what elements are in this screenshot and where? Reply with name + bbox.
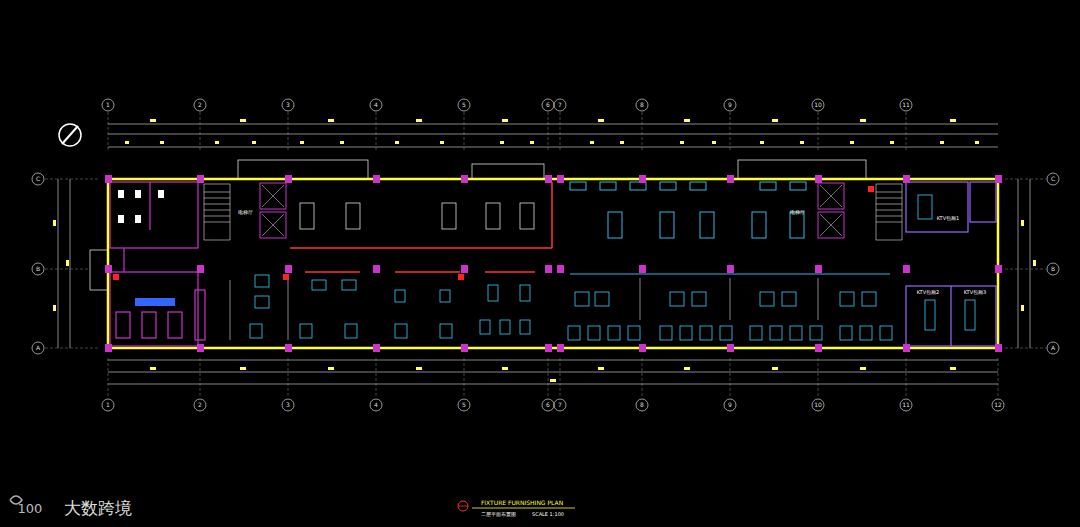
grid-number: 6 <box>545 102 551 108</box>
grid-number: 1 <box>105 402 111 408</box>
grid-letter: C <box>35 176 41 182</box>
grid-number: 3 <box>285 402 291 408</box>
grid-letter: B <box>35 266 41 272</box>
grid-number: 8 <box>639 102 645 108</box>
room-label: KTV包厢3 <box>964 290 987 295</box>
grid-number: 11 <box>901 402 911 408</box>
grid-number: 9 <box>727 402 733 408</box>
scale-note: SCALE 1:100 <box>532 512 564 517</box>
grid-number: 11 <box>901 102 911 108</box>
grid-number: 7 <box>557 102 563 108</box>
grid-number: 8 <box>639 402 645 408</box>
grid-number: 6 <box>545 402 551 408</box>
grid-number: 12 <box>993 402 1003 408</box>
grid-number: 2 <box>197 402 203 408</box>
grid-letter: A <box>1050 345 1056 351</box>
grid-letter: A <box>35 345 41 351</box>
room-label: KTV包厢2 <box>917 290 940 295</box>
watermark: 大数跨境 <box>64 500 132 517</box>
grid-number: 3 <box>285 102 291 108</box>
drawing-subtitle: 二层平面布置图 <box>481 512 516 517</box>
grid-number: 9 <box>727 102 733 108</box>
grid-number: 2 <box>197 102 203 108</box>
grid-number: 4 <box>373 402 379 408</box>
room-label: KTV包厢1 <box>937 216 960 221</box>
grid-letter: C <box>1050 176 1056 182</box>
grid-number: 7 <box>557 402 563 408</box>
grid-letter: B <box>1050 266 1056 272</box>
room-label: 电梯厅 <box>238 210 253 215</box>
drawing-title: FIXTURE FURNISHING PLAN <box>481 500 563 506</box>
grid-number: 5 <box>461 402 467 408</box>
room-label: 电梯厅 <box>790 210 805 215</box>
grid-number: 5 <box>461 102 467 108</box>
grid-number: 1 <box>105 102 111 108</box>
logo-mark: 100 <box>18 502 43 515</box>
grid-number: 4 <box>373 102 379 108</box>
grid-number: 10 <box>813 102 823 108</box>
grid-number: 10 <box>813 402 823 408</box>
